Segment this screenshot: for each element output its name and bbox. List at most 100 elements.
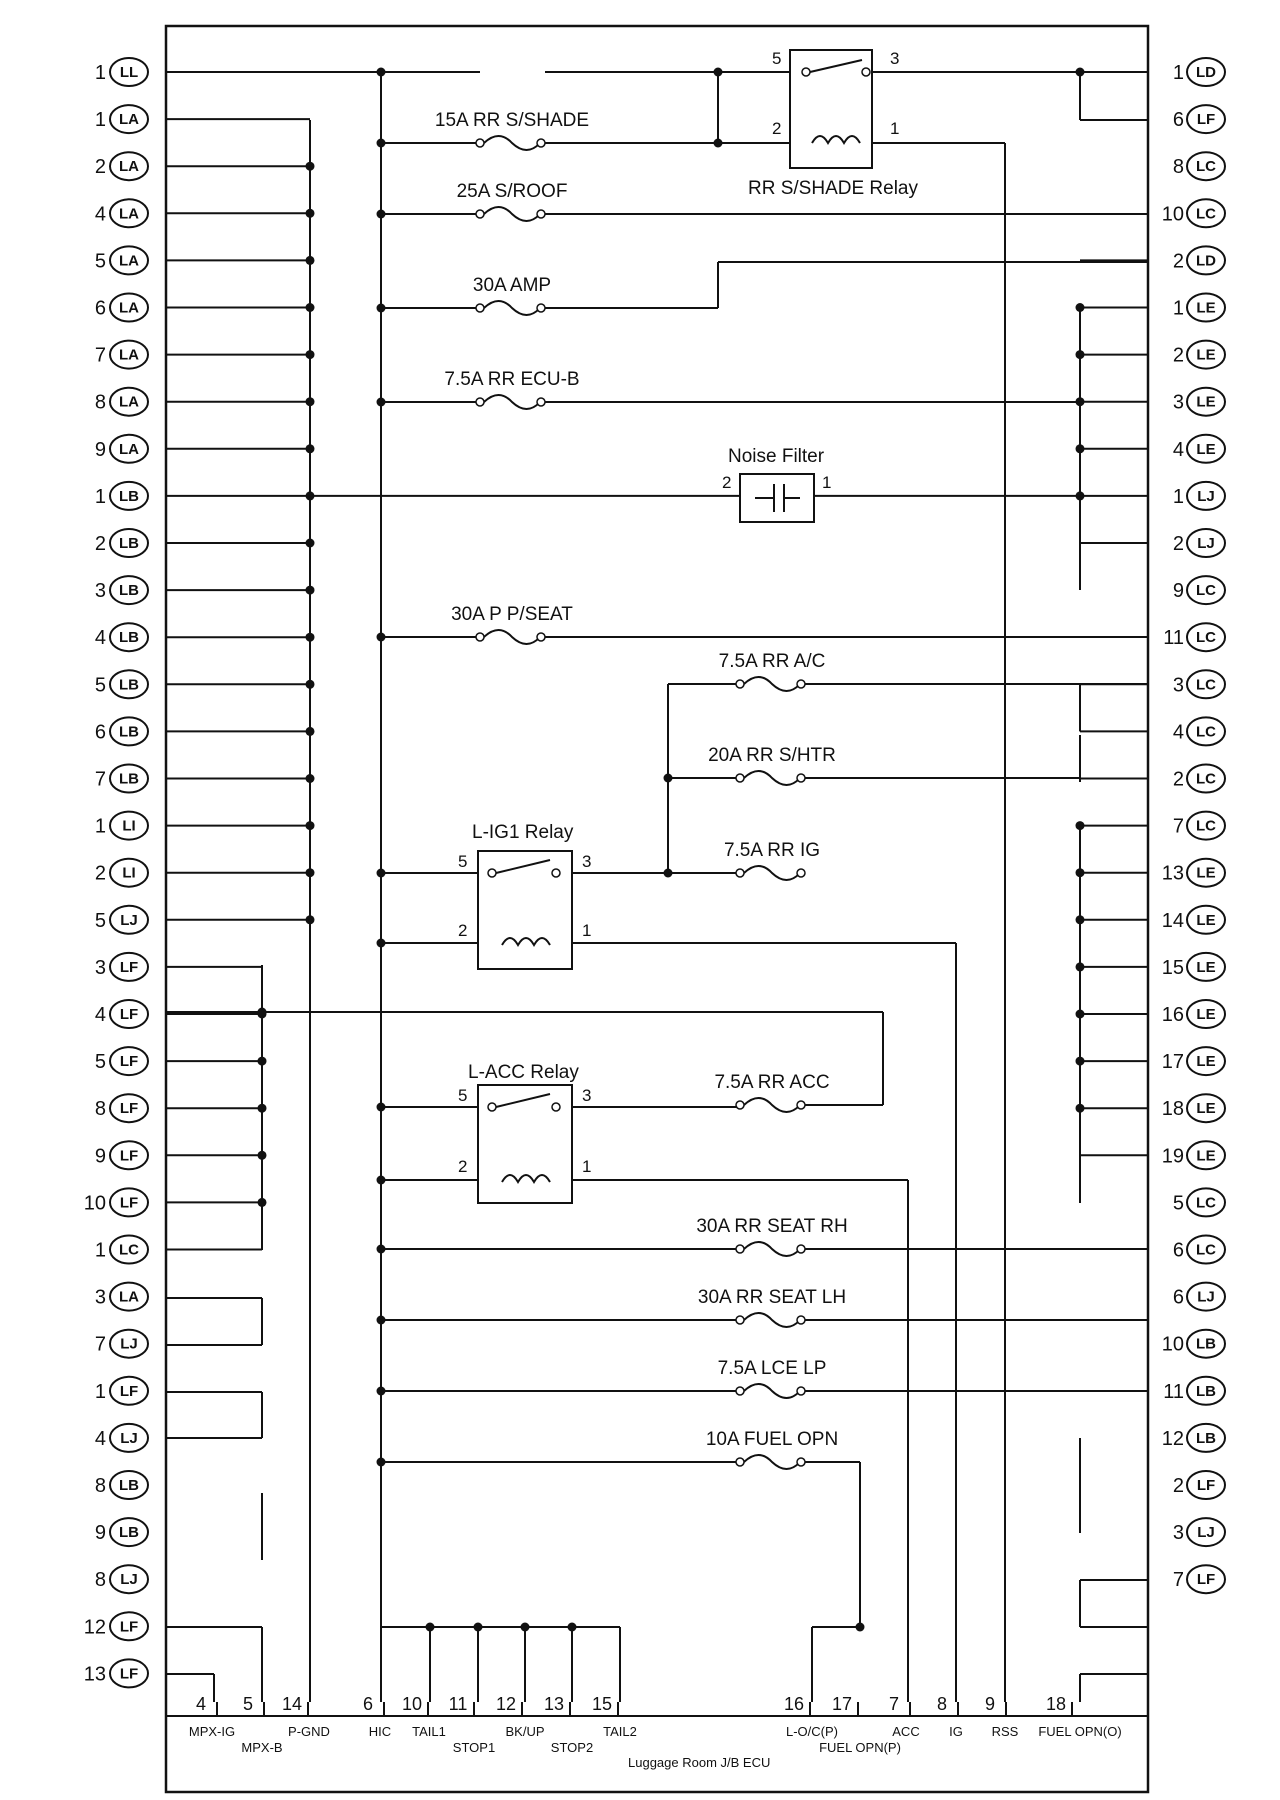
fuse-7-5a-rr-a-c [743, 676, 801, 692]
fuse-terminal [735, 1100, 745, 1110]
right-connector-badge-23 [1186, 1140, 1226, 1171]
left-connector-code-30: LB [119, 1477, 139, 1494]
right-connector-code-7: LE [1196, 394, 1215, 411]
right-connector-code-10: LJ [1197, 535, 1215, 552]
junction-dot [305, 397, 315, 407]
right-connector-badge-0 [1186, 57, 1226, 87]
left-connector-badge-14 [109, 716, 149, 747]
left-connector-code-7: LA [119, 394, 139, 411]
junction-dot [376, 868, 386, 878]
noise-filter-pin-1: 1 [822, 473, 831, 492]
junction-dot [305, 821, 315, 831]
right-connector-badge-17 [1186, 857, 1226, 888]
left-connector-code-13: LB [119, 676, 139, 693]
junction-dot [376, 303, 386, 313]
l-acc-relay-pin-1: 1 [582, 1157, 591, 1176]
left-connector-code-17: LI [122, 865, 135, 882]
left-connector-badge-7 [109, 386, 149, 417]
fuse-terminal [735, 868, 745, 878]
right-connector-badge-9 [1186, 480, 1226, 511]
left-connector-pin-24: 10 [84, 1192, 106, 1214]
fuse-7-5a-rr-ig [743, 865, 801, 881]
fuse-terminal [735, 1315, 745, 1325]
junction-dot [1075, 868, 1085, 878]
fuse-terminal [796, 1315, 806, 1325]
junction-dot [713, 138, 723, 148]
junction-dot [1075, 1103, 1085, 1113]
left-connector-badge-11 [109, 575, 149, 606]
fuse-terminal [536, 303, 546, 313]
left-connector-pin-1: 1 [95, 109, 106, 131]
right-connector-code-31: LJ [1197, 1524, 1215, 1541]
right-connector-badge-18 [1186, 904, 1226, 935]
junction-dot [305, 161, 315, 171]
fuse-15a-rr-s-shade [483, 135, 541, 151]
left-connector-code-29: LJ [120, 1430, 138, 1447]
left-connector-badge-13 [109, 669, 149, 700]
right-connector-badge-24 [1186, 1187, 1226, 1218]
right-connector-pin-30: 2 [1173, 1475, 1184, 1497]
junction-block-outline [164, 24, 1150, 1794]
junction-dot [305, 679, 315, 689]
left-connector-badge-30 [109, 1470, 149, 1500]
right-connector-badge-7 [1186, 386, 1226, 417]
right-connector-code-25: LC [1196, 1242, 1216, 1259]
left-connector-pin-14: 6 [95, 721, 106, 743]
junction-dot [305, 538, 315, 548]
right-connector-code-0: LD [1196, 64, 1216, 81]
right-connector-badge-22 [1186, 1093, 1226, 1124]
right-connector-badge-1 [1186, 104, 1226, 135]
fuse-terminal [475, 632, 485, 642]
left-connector-pin-28: 1 [95, 1381, 106, 1403]
left-connector-badge-24 [109, 1187, 149, 1218]
right-connector-pin-26: 6 [1173, 1287, 1184, 1309]
fuse-label-7-5a-rr-acc: 7.5A RR ACC [714, 1072, 829, 1093]
right-connector-badge-8 [1186, 433, 1226, 464]
left-connector-code-33: LF [120, 1618, 138, 1635]
fuse-7-5a-lce-lp [743, 1383, 801, 1399]
terminal-label-l-o-c-p: L-O/C(P) [786, 1724, 838, 1739]
junction-dot [376, 1315, 386, 1325]
left-connector-pin-7: 8 [95, 392, 106, 414]
junction-dot [305, 774, 315, 783]
junction-dot [1075, 303, 1085, 312]
left-connector-pin-6: 7 [95, 345, 106, 367]
left-connector-code-31: LB [119, 1524, 139, 1541]
right-connector-code-29: LB [1196, 1430, 1216, 1447]
right-connector-code-4: LD [1196, 252, 1216, 269]
right-connector-pin-21: 17 [1162, 1051, 1184, 1073]
right-connector-badge-30 [1186, 1470, 1226, 1500]
l-ig1-relay-label: L-IG1 Relay [472, 822, 574, 843]
terminal-num-fuel-opn-p: 17 [832, 1694, 852, 1714]
left-connector-code-28: LF [120, 1383, 138, 1400]
right-connector-pin-6: 2 [1173, 345, 1184, 367]
right-connector-badge-21 [1186, 1046, 1226, 1077]
right-connector-badge-32 [1186, 1564, 1226, 1595]
fuse-terminal [475, 397, 485, 407]
left-connector-pin-33: 12 [84, 1616, 106, 1638]
right-connector-code-3: LC [1196, 205, 1216, 222]
l-acc-relay-pin-3: 3 [582, 1086, 591, 1105]
junction-dot [305, 255, 315, 265]
left-connector-pin-0: 1 [95, 62, 106, 84]
junction-dot [376, 67, 386, 77]
left-connector-pin-10: 2 [95, 533, 106, 555]
junction-dot [713, 67, 723, 77]
right-connector-code-32: LF [1197, 1571, 1215, 1588]
fuse-terminal [536, 138, 546, 148]
junction-dot [473, 1622, 483, 1632]
left-connector-code-26: LA [119, 1289, 139, 1306]
right-connector-code-22: LE [1196, 1100, 1215, 1117]
right-connector-code-15: LC [1196, 771, 1216, 788]
right-connector-pin-32: 7 [1173, 1569, 1184, 1591]
right-connector-badge-5 [1186, 292, 1226, 323]
left-connector-code-20: LF [120, 1006, 138, 1023]
right-connector-pin-11: 9 [1173, 580, 1184, 602]
right-connector-code-28: LB [1196, 1383, 1216, 1400]
right-connector-pin-20: 16 [1162, 1004, 1184, 1026]
noise-filter: 2 1 Noise Filter [722, 446, 831, 523]
left-connector-pin-31: 9 [95, 1522, 106, 1544]
junction-dot [1075, 1056, 1085, 1066]
l-acc-relay: 5 3 2 1 L-ACC Relay [381, 1062, 740, 1204]
